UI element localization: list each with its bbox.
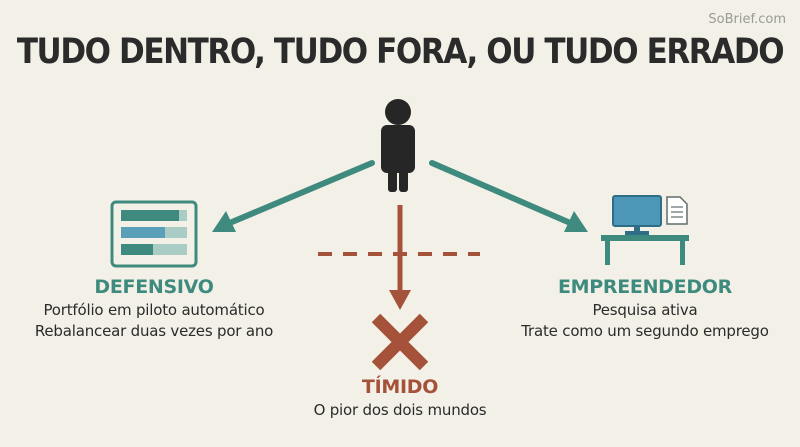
arrow-to-defensive [212, 160, 375, 232]
entrepreneur-block: EMPREENDEDOR Pesquisa ativa Trate como u… [510, 276, 780, 342]
defensive-block: DEFENSIVO Portfólio em piloto automático… [20, 276, 288, 342]
timid-line-1: O pior dos dois mundos [313, 401, 487, 419]
entrepreneur-line-2: Trate como um segundo emprego [521, 322, 769, 340]
portfolio-bars-icon [110, 200, 198, 268]
entrepreneur-heading: EMPREENDEDOR [557, 276, 732, 298]
x-mark-icon [371, 313, 429, 371]
page-title: TUDO DENTRO, TUDO FORA, OU TUDO ERRADO [16, 31, 785, 73]
arrow-to-entrepreneur [429, 160, 588, 232]
timid-block: TÍMIDO O pior dos dois mundos [290, 376, 510, 421]
timid-heading: TÍMIDO [361, 376, 439, 398]
watermark: SoBrief.com [708, 12, 786, 27]
arrow-to-timid [389, 205, 411, 310]
entrepreneur-line-1: Pesquisa ativa [592, 301, 698, 319]
defensive-line-2: Rebalancear duas vezes por ano [34, 322, 274, 340]
defensive-line-1: Portfólio em piloto automático [43, 301, 265, 319]
defensive-heading: DEFENSIVO [94, 276, 214, 298]
computer-desk-icon [601, 195, 689, 265]
person-icon [381, 99, 415, 192]
